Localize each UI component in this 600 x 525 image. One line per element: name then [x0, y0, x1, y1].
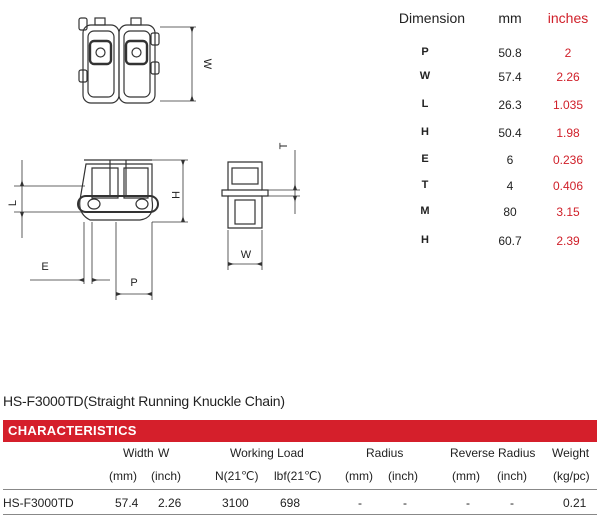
label-h: H: [169, 191, 181, 199]
table-divider: [3, 489, 597, 490]
row-radius-inch: -: [403, 496, 407, 510]
table-bottom-rule: [3, 514, 597, 515]
row-lbf: 698: [280, 496, 301, 510]
header-radius: Radius: [366, 446, 404, 460]
dimension-inches: 1.98: [556, 126, 580, 140]
dimension-mm: 60.7: [498, 234, 522, 248]
row-width-mm: 57.4: [115, 496, 139, 510]
dimension-row: P 50.8 2: [400, 46, 596, 68]
dimension-row: H 50.4 1.98: [400, 126, 596, 148]
label-t: T: [278, 142, 290, 149]
dimension-mm: 6: [506, 153, 514, 167]
dimension-mm: 4: [506, 179, 514, 193]
dimension-row: H 60.7 2.39: [400, 234, 596, 256]
header-working-load: Working Load: [230, 446, 304, 460]
dimension-label: W: [419, 70, 431, 82]
dimension-header-row: Dimension mm inches: [399, 10, 596, 32]
label-l: L: [7, 200, 19, 206]
row-rev-inch: -: [510, 496, 514, 510]
product-title: HS-F3000TD(Straight Running Knuckle Chai…: [3, 393, 285, 409]
label-w-bottom: W: [241, 249, 252, 261]
dimension-label: H: [421, 126, 429, 138]
dimension-inches: 2.39: [556, 234, 580, 248]
dimension-row: M 80 3.15: [400, 205, 596, 227]
dimension-mm: 26.3: [498, 98, 522, 112]
dimension-inches: 2.26: [556, 70, 580, 84]
dimension-row: T 4 0.406: [400, 179, 596, 201]
dimension-label: H: [421, 234, 429, 246]
dimension-label: T: [421, 179, 429, 191]
header-weight: Weight: [552, 446, 590, 460]
dimension-header: Dimension: [398, 10, 466, 26]
dimension-inches: 3.15: [556, 205, 580, 219]
dimension-row: W 57.4 2.26: [400, 70, 596, 92]
row-w-inch: 2.26: [158, 496, 182, 510]
row-n: 3100: [222, 496, 249, 510]
dimension-mm: 50.8: [498, 46, 522, 60]
row-weight: 0.21: [563, 496, 587, 510]
characteristics-table: Width W Working Load Radius Reverse Radi…: [3, 442, 597, 517]
dimension-inches: 0.406: [552, 179, 584, 193]
header-rev-mm: (mm): [452, 469, 480, 483]
dimension-row: L 26.3 1.035: [400, 98, 596, 120]
mm-header: mm: [498, 10, 522, 26]
header-width-mm: (mm): [109, 469, 137, 483]
dimension-label: E: [421, 153, 429, 165]
dimension-mm: 80: [503, 205, 517, 219]
label-p: P: [130, 277, 137, 289]
dimension-inches: 2: [564, 46, 572, 60]
header-reverse-radius: Reverse Radius: [450, 446, 536, 460]
dimension-label: L: [421, 98, 429, 110]
header-w: W: [158, 446, 170, 460]
header-rev-inch: (inch): [497, 469, 528, 483]
header-radius-mm: (mm): [345, 469, 373, 483]
dimension-inches: 0.236: [552, 153, 584, 167]
row-rev-mm: -: [466, 496, 470, 510]
label-w-top: W: [201, 59, 213, 70]
dimension-inches: 1.035: [552, 98, 584, 112]
header-n: N(21℃): [215, 469, 259, 483]
inches-header: inches: [547, 10, 589, 26]
header-lbf: lbf(21℃): [274, 469, 322, 483]
row-radius-mm: -: [358, 496, 362, 510]
dimension-row: E 6 0.236: [400, 153, 596, 175]
label-e: E: [41, 261, 48, 273]
header-radius-inch: (inch): [388, 469, 419, 483]
dimension-mm: 50.4: [498, 126, 522, 140]
characteristics-title: CHARACTERISTICS: [8, 423, 137, 438]
dimension-label: M: [420, 205, 430, 217]
header-w-inch: (inch): [151, 469, 182, 483]
dimension-mm: 57.4: [498, 70, 522, 84]
characteristics-bar: CHARACTERISTICS: [3, 420, 597, 442]
header-weight-unit: (kg/pc): [553, 469, 590, 483]
row-model: HS-F3000TD: [3, 496, 74, 510]
header-width: Width: [123, 446, 154, 460]
dimension-label: P: [421, 46, 429, 58]
chain-technical-drawing: W L H E P T W: [7, 17, 300, 300]
